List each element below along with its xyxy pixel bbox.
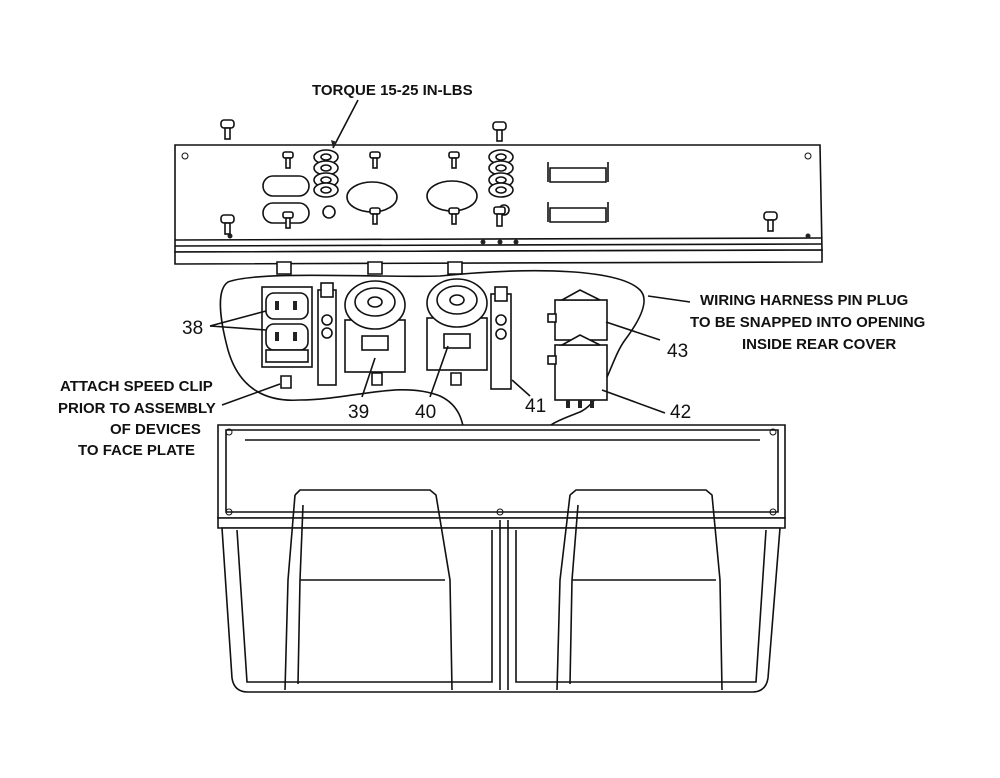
clip-note-line2: PRIOR TO ASSEMBLY [58, 400, 216, 417]
harness-note-line1: WIRING HARNESS PIN PLUG [700, 292, 908, 309]
leader-lines [209, 295, 691, 414]
rear-cover [217, 424, 786, 693]
twist-lock-receptacle-40 [426, 278, 488, 371]
callout-41: 41 [525, 396, 546, 417]
callout-38: 38 [182, 318, 203, 339]
plate-screws [220, 119, 778, 235]
callout-43: 43 [667, 341, 688, 362]
harness-note-line3: INSIDE REAR COVER [742, 336, 896, 353]
clip-note-line3: OF DEVICES [110, 421, 201, 438]
circuit-breaker-41 [490, 286, 512, 390]
callout-42: 42 [670, 402, 691, 423]
clip-note-line1: ATTACH SPEED CLIP [60, 378, 213, 395]
torque-leader [332, 99, 359, 149]
twist-lock-receptacle-39 [344, 280, 406, 373]
switch-42 [547, 334, 608, 408]
torque-note: TORQUE 15-25 IN-LBS [312, 82, 473, 99]
callout-39: 39 [348, 402, 369, 423]
circuit-breaker-left [317, 282, 337, 386]
harness-note-line2: TO BE SNAPPED INTO OPENING [690, 314, 925, 331]
duplex-receptacle [261, 286, 313, 368]
clip-note-line4: TO FACE PLATE [78, 442, 195, 459]
breaker-nut-stacks [313, 149, 514, 198]
callout-40: 40 [415, 402, 436, 423]
switch-43 [547, 289, 608, 341]
